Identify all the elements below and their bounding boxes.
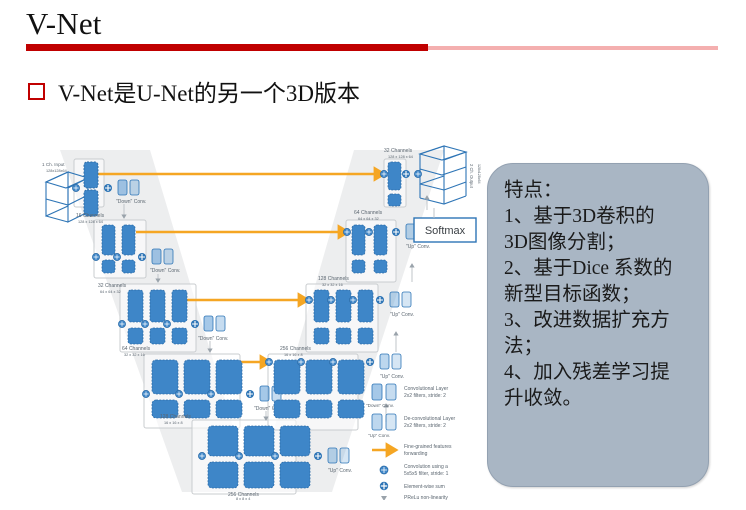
bullet-item-label: V-Net是U-Net的另一个3D版本 xyxy=(58,81,360,106)
legend-conv-layer-icon xyxy=(371,383,397,401)
softmax-node: Softmax xyxy=(413,217,477,243)
encoder-stage-3-size: 32 x 32 x 16 xyxy=(124,353,145,357)
legend-forward-line1: Fine-grained features xyxy=(404,444,452,450)
up-conv-icon-0 xyxy=(327,447,350,464)
elementwise-sum-icon xyxy=(376,296,384,304)
decoder-stage-1-size: 16 x 16 x 8 xyxy=(284,353,303,357)
down-conv-icon-1 xyxy=(117,179,140,196)
legend-sum-line1: Element-wise sum xyxy=(404,484,445,490)
bottleneck-size: 8 x 8 x 4 xyxy=(236,497,250,500)
callout-line-4: 新型目标函数； xyxy=(504,284,641,305)
legend-deconv-layer-icon xyxy=(371,413,397,431)
callout-line-6: 法； xyxy=(504,336,544,357)
encoder-stage-2-size: 64 x 64 x 32 xyxy=(100,290,121,294)
title-divider-light xyxy=(428,46,718,50)
skip-connection xyxy=(98,166,387,370)
callout-line-8: 升收敛。 xyxy=(504,388,583,409)
elementwise-sum-icon xyxy=(402,170,410,178)
elementwise-sum-icon xyxy=(191,320,199,328)
legend-conv-line2: 2x2 filters, stride: 2 xyxy=(404,393,446,399)
decoder-stage-4-channels: 32 Channels xyxy=(384,148,413,154)
down-conv-label-1: "Down" Conv. xyxy=(116,199,146,205)
decoder-stage-2-channels: 128 Channels xyxy=(318,276,349,282)
diagram-legend: "Down" Conv. Convolutional Layer 2x2 fil… xyxy=(366,383,455,500)
input-size: 128x128x64 xyxy=(46,169,67,173)
softmax-label: Softmax xyxy=(425,225,466,237)
callout-line-2: 3D图像分割； xyxy=(504,232,626,253)
page-title: V-Net xyxy=(26,6,102,41)
elementwise-sum-icon xyxy=(366,358,374,366)
square-bullet-icon xyxy=(28,82,45,100)
elementwise-sum-icon xyxy=(392,228,400,236)
output-volume-cube xyxy=(418,145,468,205)
elementwise-sum-icon xyxy=(104,184,112,192)
legend-deconv-line2: 2x2 filters, stride: 2 xyxy=(404,423,446,429)
callout-line-7: 4、加入残差学习提 xyxy=(504,362,670,383)
output-size: 128x128x64 xyxy=(477,164,481,184)
title-divider-accent xyxy=(26,44,428,51)
callout-line-3: 2、基于Dice 系数的 xyxy=(504,258,673,279)
decoder-stage-4: 32 Channels 128 x 128 x 64 xyxy=(380,148,430,210)
encoder-stage-2: "Down" Conv. 32 Channels 64 x 64 x 32 xyxy=(92,224,180,294)
legend-conv-caption: "Down" Conv. xyxy=(366,403,394,408)
bottleneck-channels: 256 Channels xyxy=(228,492,259,498)
encoder-stage-1-size: 128 x 128 x 64 xyxy=(78,220,103,224)
output-label: 2 Ch. Output xyxy=(469,164,474,189)
up-conv-icon-2 xyxy=(389,291,412,308)
legend-conv5-line2: 5x5x5 filter, stride: 1 xyxy=(404,471,449,477)
down-conv-label-2: "Down" Conv. xyxy=(150,268,180,274)
legend-deconv-line1: De-convolutional Layer xyxy=(404,416,455,422)
decoder-stage-2: "Up" Conv. 128 Channels 32 x 32 x 16 xyxy=(305,276,414,352)
bottleneck-stage: "Up" Conv. 256 Channels 8 x 8 x 4 xyxy=(198,425,352,500)
legend-conv5-line1: Convolution using a xyxy=(404,464,448,470)
decoder-stage-2-size: 32 x 32 x 16 xyxy=(322,283,343,287)
encoder-stage-1: "Down" Conv. 16 Channels 128 x 128 x 64 xyxy=(72,161,146,224)
legend-conv5-icon xyxy=(379,465,389,475)
up-conv-label-1: "Up" Conv. xyxy=(380,374,404,380)
decoder-stage-1: "Up" Conv. 256 Channels 16 x 16 x 8 xyxy=(265,346,404,422)
down-conv-icon-2 xyxy=(151,248,174,265)
decoder-stage-1-channels: 256 Channels xyxy=(280,346,311,352)
legend-prelu-line1: PReLu non-linearity xyxy=(404,495,448,500)
decoder-stage-4-size: 128 x 128 x 64 xyxy=(388,155,413,159)
encoder-stage-1-channels: 16 Channels xyxy=(76,213,105,219)
encoder-stage-3-channels: 64 Channels xyxy=(122,346,151,352)
v-net-diagram: 1 Ch. Input 128x128x64 2 Ch. Output 128x… xyxy=(32,132,487,500)
up-conv-label-3: "Up" Conv. xyxy=(406,244,430,250)
elementwise-sum-icon xyxy=(314,452,322,460)
title-divider xyxy=(26,44,718,51)
down-conv-label-3: "Down" Conv. xyxy=(198,336,228,342)
legend-sum-icon xyxy=(379,481,389,491)
decoder-stage-3-channels: 64 Channels xyxy=(354,210,383,216)
encoder-stage-4: "Down" Conv. 128 Channels 16 x 16 x 8 xyxy=(142,359,284,425)
callout-line-0: 特点： xyxy=(504,180,563,201)
encoder-stage-2-channels: 32 Channels xyxy=(98,283,127,289)
elementwise-sum-icon xyxy=(138,253,146,261)
features-callout: 特点： 1、基于3D卷积的 3D图像分割； 2、基于Dice 系数的 新型目标函… xyxy=(487,163,709,487)
legend-deconv-caption: "Up" Conv. xyxy=(368,433,390,438)
bullet-item: V-Net是U-Net的另一个3D版本 xyxy=(28,74,360,108)
callout-line-1: 1、基于3D卷积的 xyxy=(504,206,655,227)
legend-forward-line2: forwarding xyxy=(404,451,428,457)
legend-conv-line1: Convolutional Layer xyxy=(404,386,449,392)
down-conv-icon-3 xyxy=(203,315,226,332)
down-conv-label-4: "Down" Conv. xyxy=(254,406,284,412)
up-conv-icon-1 xyxy=(379,353,402,370)
elementwise-sum-icon xyxy=(246,390,254,398)
encoder-stage-4-size: 16 x 16 x 8 xyxy=(164,421,183,425)
encoder-stage-4-channels: 128 Channels xyxy=(160,414,191,420)
up-conv-label-2: "Up" Conv. xyxy=(390,312,414,318)
encoder-stage-3: "Down" Conv. 64 Channels 32 x 32 x 16 xyxy=(118,289,228,357)
input-label: 1 Ch. Input xyxy=(42,162,65,167)
callout-line-5: 3、改进数据扩充方 xyxy=(504,310,670,331)
decoder-stage-3-size: 64 x 64 x 32 xyxy=(358,217,379,221)
decoder-stage-3: "Up" Conv. 64 Channels 64 x 64 x 32 xyxy=(343,210,430,282)
up-conv-label-0: "Up" Conv. xyxy=(328,468,352,474)
